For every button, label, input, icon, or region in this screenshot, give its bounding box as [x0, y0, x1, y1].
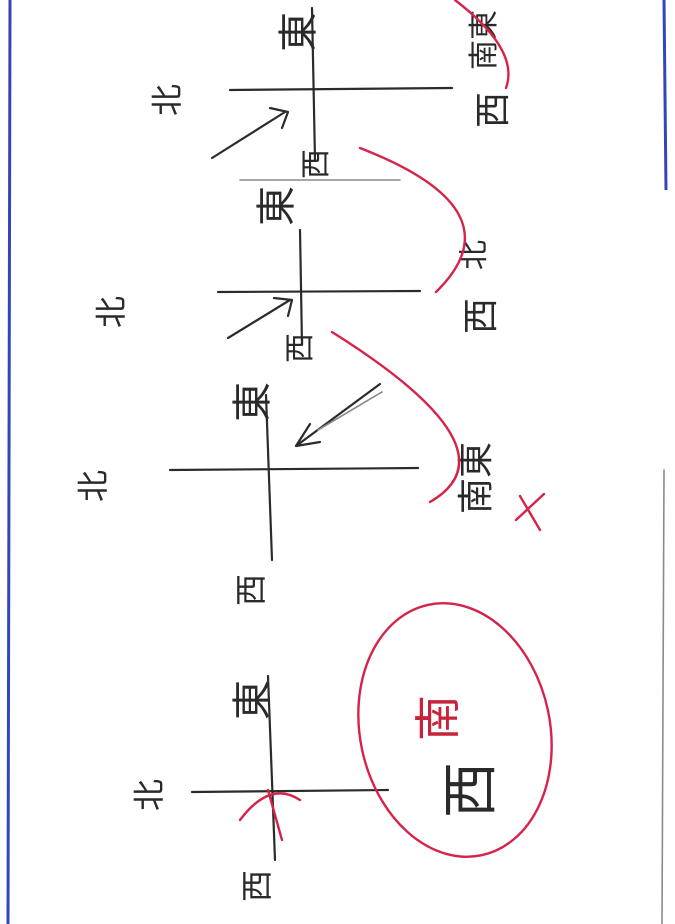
compass-1-west-label: 西 [473, 92, 514, 128]
compass-4-west-label: 西 [238, 870, 276, 902]
compass-3-north-label: 北 [74, 470, 112, 502]
answer-bottom-char: 西 [439, 762, 504, 818]
compass-3: 北 東 西 西 南東 [74, 330, 546, 606]
compass-2-bottom-west-label: 西 [461, 298, 502, 334]
answer-top-char: 南 [411, 695, 465, 741]
compass-1-north-label: 北 [148, 84, 186, 116]
compass-2-north-label: 北 [92, 296, 130, 328]
compass-2-east-label: 東 [254, 186, 300, 226]
compass-3-red-check [514, 492, 546, 532]
compass-3-bottom-west-label: 西 [232, 574, 270, 606]
compass-1-east-label: 東 [276, 12, 322, 52]
compass-1: 北 東 西 南東 [148, 0, 514, 162]
compass-4-north-label: 北 [130, 779, 168, 811]
compass-3-south-east-label: 南東 [456, 442, 497, 514]
blue-margin-left [6, 0, 12, 924]
compass-2: 北 東 西 西 北 [92, 146, 502, 347]
compass-3-top-west-label: 西 [283, 333, 318, 363]
compass-1-red-arc [453, 0, 510, 90]
compass-3-red-arc [330, 330, 461, 504]
margin-line-right [661, 469, 665, 924]
blue-margin-right [662, 0, 668, 191]
compass-4-east-label: 東 [230, 680, 276, 720]
answer-circle [357, 602, 553, 858]
compass-4: 北 東 西 南 西 [130, 602, 553, 902]
compass-3-east-label: 東 [230, 382, 276, 422]
compass-4-red-arrow [238, 788, 302, 842]
compass-2-top-west-label: 西 [299, 149, 334, 179]
compass-2-red-arc [358, 146, 466, 294]
